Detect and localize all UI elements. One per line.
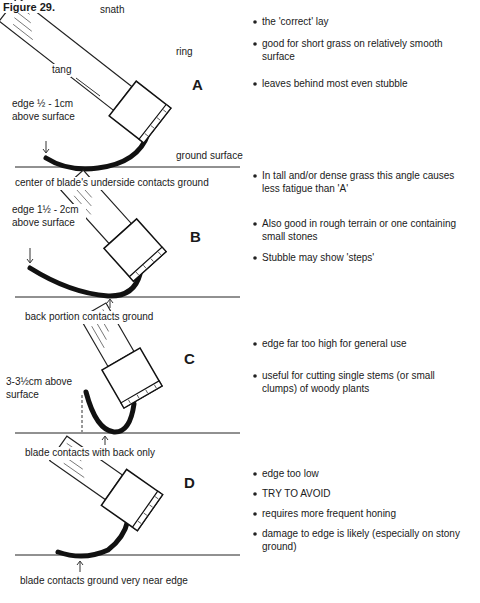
figure-title: Figure 29. xyxy=(3,1,55,13)
measure-note: edge ½ - 1cm above surface xyxy=(12,98,86,123)
bullet-note: Also good in rough terrain or one contai… xyxy=(262,218,470,243)
bullet-note: useful for cutting single stems (or smal… xyxy=(262,370,470,395)
measure-note: edge 1½ - 2cm above surface xyxy=(12,204,86,229)
bullet-note: Stubble may show 'steps' xyxy=(262,252,374,265)
leader-line xyxy=(43,149,49,153)
snath-and-ring xyxy=(0,0,171,143)
bullet-dot xyxy=(253,532,257,536)
caption-note: back portion contacts ground xyxy=(25,311,153,324)
snath-and-ring xyxy=(46,430,163,530)
part-name: tang xyxy=(52,64,71,77)
panel-letter: D xyxy=(184,474,195,493)
bullet-note: leaves behind most even stubble xyxy=(262,78,408,91)
panel-letter: A xyxy=(192,76,203,95)
bullet-note: requires more frequent honing xyxy=(262,508,396,521)
bullet-note: TRY TO AVOID xyxy=(262,488,331,501)
bullet-note: In tall and/or dense grass this angle ca… xyxy=(262,170,470,195)
ground-line xyxy=(15,167,240,168)
bullet-dot xyxy=(253,20,257,24)
part-name: snath xyxy=(100,4,124,17)
ground-line xyxy=(15,555,240,556)
part-name: ground surface xyxy=(176,150,243,163)
leader-line xyxy=(27,259,33,263)
bullet-dot xyxy=(253,222,257,226)
bullet-dot xyxy=(253,472,257,476)
leader-line xyxy=(110,300,111,308)
leader-line xyxy=(102,436,108,440)
leader-line xyxy=(80,562,81,572)
bullet-dot xyxy=(253,256,257,260)
part-name: ring xyxy=(176,46,193,59)
scythe-blade xyxy=(30,268,140,296)
bullet-note: edge far too high for general use xyxy=(262,338,407,351)
bullet-note: damage to edge is likely (especially on … xyxy=(262,528,470,553)
leader-line xyxy=(105,437,106,445)
bullet-dot xyxy=(253,174,257,178)
scythe-blade xyxy=(46,134,148,169)
panel-letter: B xyxy=(190,228,201,247)
leader-line xyxy=(76,78,100,96)
caption-note: center of blade's underside contacts gro… xyxy=(15,177,209,190)
measure-note: 3-3½cm above surface xyxy=(6,376,80,401)
ground-line xyxy=(15,433,240,434)
ground-line xyxy=(15,297,240,298)
caption-note: blade contacts ground very near edge xyxy=(20,575,188,588)
bullet-note: edge too low xyxy=(262,468,319,481)
bullet-dot xyxy=(253,512,257,516)
bullet-dot xyxy=(253,42,257,46)
leader-line xyxy=(107,299,113,303)
bullet-dot xyxy=(253,82,257,86)
bullet-note: good for short grass on relatively smoot… xyxy=(262,38,470,63)
scythe-blade xyxy=(58,520,128,556)
leader-line xyxy=(82,395,83,432)
leader-line xyxy=(46,141,47,152)
bullet-dot xyxy=(253,492,257,496)
panel-letter: C xyxy=(184,350,195,369)
bullet-note: the 'correct' lay xyxy=(262,16,329,29)
leader-line xyxy=(77,561,83,565)
leader-line xyxy=(30,248,31,262)
bullet-dot xyxy=(253,374,257,378)
bullet-dot xyxy=(253,342,257,346)
caption-note: blade contacts with back only xyxy=(25,447,155,460)
